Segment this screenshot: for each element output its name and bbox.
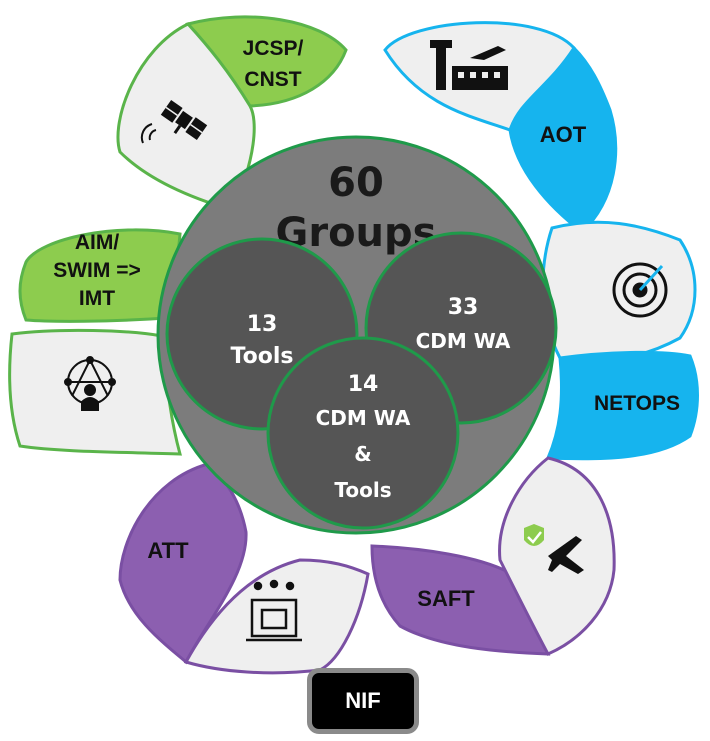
cdm-wa-tools-circle[interactable] <box>266 336 460 530</box>
radar-icon <box>612 262 668 318</box>
cdm-wa-tools-label-1: CDM WA <box>316 406 411 430</box>
signal-waves-icon <box>140 123 157 144</box>
petal-aim-label-2: SWIM => <box>53 259 141 282</box>
petal-aim-label-1: AIM/ <box>75 231 119 254</box>
petal-aot-label: AOT <box>540 122 587 147</box>
petal-aim-label-3: IMT <box>79 287 115 310</box>
groups-count: 60 <box>328 160 384 206</box>
cdm-wa-label: CDM WA <box>416 329 511 353</box>
cdm-wa-tools-label-3: Tools <box>334 478 391 502</box>
cdm-wa-tools-label-2: & <box>354 442 371 466</box>
petal-netops[interactable] <box>545 350 699 461</box>
petal-saft-label: SAFT <box>417 586 475 611</box>
airport-tower-icon <box>430 40 508 90</box>
network-person-icon <box>64 356 116 411</box>
tools-label: Tools <box>231 344 294 369</box>
petal-jcsp-label-1: JCSP/ <box>243 37 304 60</box>
satellite-icon <box>160 100 208 140</box>
petal-training[interactable] <box>183 558 370 675</box>
cdm-wa-count: 33 <box>448 295 479 320</box>
nif-label: NIF <box>345 688 381 713</box>
petal-jcsp-label-2: CNST <box>244 68 301 91</box>
petal-att-label: ATT <box>147 538 189 563</box>
tools-count: 13 <box>247 312 278 337</box>
training-board-icon <box>246 579 302 642</box>
petal-radar[interactable] <box>541 220 697 362</box>
safety-plane-icon <box>524 524 584 574</box>
cdm-wa-tools-count: 14 <box>348 372 379 397</box>
nif-button[interactable]: NIF <box>307 668 419 734</box>
petal-netops-label: NETOPS <box>594 392 680 415</box>
